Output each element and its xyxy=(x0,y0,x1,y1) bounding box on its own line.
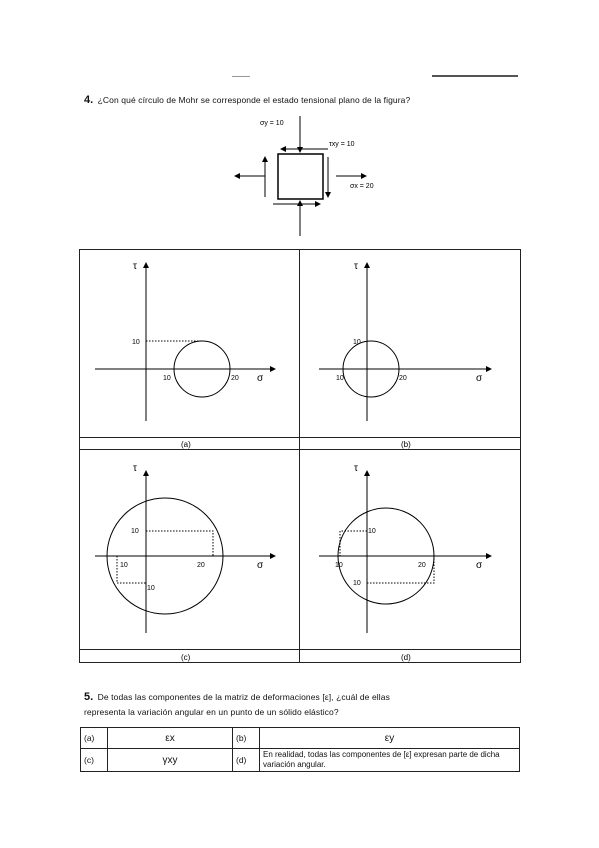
option-b-tick-sigma-10: 10 xyxy=(336,375,344,382)
option-c-tick-sigma-10: 10 xyxy=(120,562,128,569)
question-5-text-line2: representa la variación angular en un pu… xyxy=(84,707,339,717)
option-d-label: (d) xyxy=(401,653,411,662)
option-b-tau-label: τ xyxy=(354,261,358,272)
option-a-label: (a) xyxy=(181,440,191,449)
option-b-answer[interactable]: εy xyxy=(259,727,520,749)
option-d-tick-sigma-10: 10 xyxy=(335,562,343,569)
option-c-answer[interactable]: γxy xyxy=(107,748,233,772)
option-a-sigma-label: σ xyxy=(257,373,264,384)
option-d-letter: (d) xyxy=(232,748,260,772)
option-c-panel[interactable]: 10 10 20 10 τ σ (c) xyxy=(95,463,276,662)
option-d-tick-tau-10: 10 xyxy=(368,528,376,535)
option-c-label: (c) xyxy=(181,653,191,662)
mohr-options-grid: 10 10 20 τ σ (a) 10 10 20 τ σ (b) 10 10 … xyxy=(79,249,521,663)
stress-element-figure: σy = 10 τxy = 10 σx = 20 xyxy=(234,116,374,236)
option-c-letter: (c) xyxy=(80,748,108,772)
option-c-tick-sigma-20: 20 xyxy=(197,562,205,569)
option-b-label: (b) xyxy=(401,440,411,449)
option-a-tick-sigma-20: 20 xyxy=(231,375,239,382)
option-c-tick-tau-neg-10: 10 xyxy=(147,585,155,592)
sigma-x-label: σx = 20 xyxy=(350,183,374,190)
stress-element-square xyxy=(277,153,324,200)
option-b-tick-sigma-20: 20 xyxy=(399,375,407,382)
option-d-sigma-label: σ xyxy=(476,560,483,571)
header-rule-right xyxy=(432,75,518,77)
option-c-guide-lower xyxy=(116,556,146,584)
option-a-tick-sigma-10: 10 xyxy=(163,375,171,382)
option-b-letter: (b) xyxy=(232,727,260,749)
question-5-text-line1: De todas las componentes de la matriz de… xyxy=(97,692,390,702)
option-a-tau-label: τ xyxy=(133,261,137,272)
option-b-sigma-label: σ xyxy=(476,373,483,384)
tau-xy-label: τxy = 10 xyxy=(329,141,355,148)
question-5-options-table: (a) εx (b) εy (c) γxy (d) En realidad, t… xyxy=(80,727,520,772)
option-b-tick-tau-10: 10 xyxy=(353,339,361,346)
question-4: 4. ¿Con qué círculo de Mohr se correspon… xyxy=(84,90,410,108)
option-a-panel[interactable]: 10 10 20 τ σ (a) xyxy=(95,261,276,449)
question-5-line1: 5. De todas las componentes de la matriz… xyxy=(84,687,522,705)
option-d-tau-label: τ xyxy=(354,463,358,474)
question-5: 5. De todas las componentes de la matriz… xyxy=(84,687,522,717)
option-d-answer[interactable]: En realidad, todas las componentes de [ε… xyxy=(259,748,520,772)
option-a-mohr-circle xyxy=(173,340,231,398)
option-a-tick-tau-10: 10 xyxy=(132,339,140,346)
option-c-tau-label: τ xyxy=(133,463,137,474)
option-b-mohr-circle xyxy=(342,340,400,398)
question-4-number: 4. xyxy=(84,94,94,106)
option-d-guide-upper xyxy=(339,530,367,556)
question-5-number: 5. xyxy=(84,691,94,703)
option-b-panel[interactable]: 10 10 20 τ σ (b) xyxy=(319,261,492,449)
option-d-panel[interactable]: 10 10 20 10 τ σ (d) xyxy=(319,463,492,662)
option-c-mohr-circle xyxy=(106,497,224,615)
option-d-tick-tau-neg-10: 10 xyxy=(353,580,361,587)
option-d-tick-sigma-20: 20 xyxy=(418,562,426,569)
option-a-answer[interactable]: εx xyxy=(107,727,233,749)
option-c-tick-tau-10: 10 xyxy=(131,528,139,535)
option-c-sigma-label: σ xyxy=(257,560,264,571)
header-rule-left xyxy=(232,76,250,77)
question-4-text: ¿Con qué círculo de Mohr se corresponde … xyxy=(97,95,411,105)
option-c-guide-upper xyxy=(146,530,214,556)
option-d-guide-lower xyxy=(367,556,435,584)
sigma-y-label: σy = 10 xyxy=(260,120,284,127)
option-a-letter: (a) xyxy=(80,727,108,749)
